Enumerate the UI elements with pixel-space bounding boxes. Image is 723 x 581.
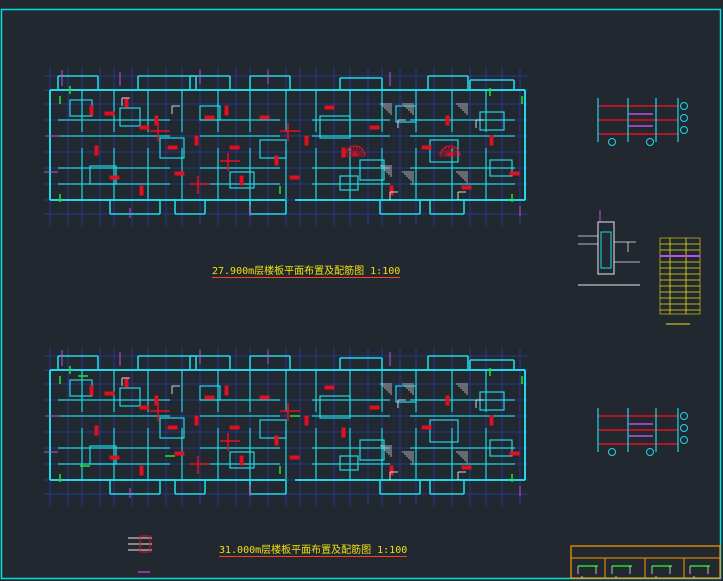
- rebar-table-icon: [597, 98, 688, 146]
- rebar-table-icon: [597, 408, 688, 456]
- green-accents: [59, 366, 523, 482]
- green-accents: [59, 86, 523, 202]
- stair-hatching: [380, 383, 468, 463]
- rebar-schedule: [659, 237, 701, 325]
- section-detail-icon: [578, 210, 640, 286]
- plan-top-caption: 27.900m层楼板平面布置及配筋图 1:100: [212, 262, 401, 278]
- white-brackets: [121, 377, 484, 480]
- drawing-frame: [0, 8, 722, 580]
- plan-bottom-caption: 31.000m层楼板平面布置及配筋图 1:100: [219, 541, 408, 557]
- rebar-marks: [89, 97, 520, 196]
- wall-outlines: [49, 75, 526, 215]
- wall-outlines: [49, 355, 526, 495]
- annotation-leaders: [44, 70, 521, 218]
- legend-mark: [128, 535, 152, 573]
- rebar-marks: [89, 377, 520, 476]
- title-block: [570, 545, 721, 579]
- stair-hatching: [380, 103, 468, 183]
- floor-plan-top: [44, 68, 529, 226]
- door-swing-icon: [344, 145, 461, 157]
- floor-plan-bottom: [44, 348, 529, 506]
- white-brackets: [121, 97, 484, 200]
- annotation-leaders: [44, 350, 521, 498]
